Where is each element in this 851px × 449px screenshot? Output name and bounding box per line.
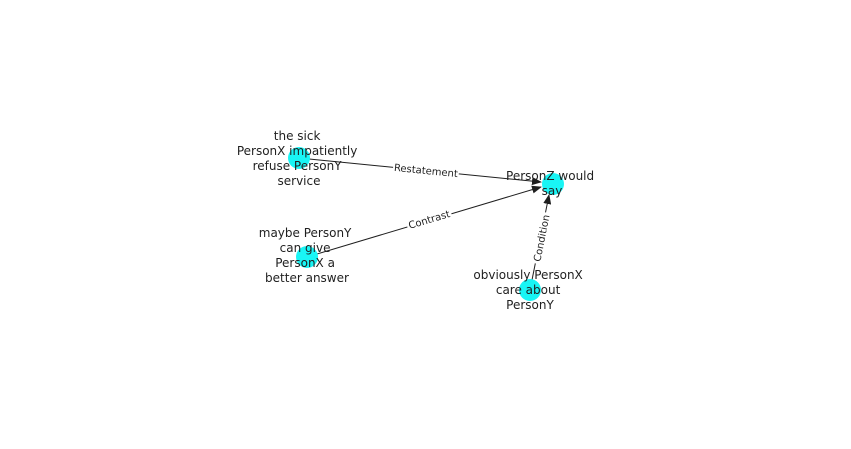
- edge-label-condition: Condition: [529, 211, 553, 265]
- node-maybe-marker: [296, 246, 318, 268]
- node-obviously-label: obviously PersonX care about PersonY: [473, 268, 586, 312]
- node-obviously-marker: [519, 279, 541, 301]
- edge-label-restatement: Restatement: [392, 159, 460, 181]
- edge-label-contrast: Contrast: [404, 205, 454, 233]
- node-sick-marker: [288, 147, 310, 169]
- node-maybe-label: maybe PersonY can give PersonX a better …: [259, 226, 355, 285]
- node-sick-label: the sick PersonX impatiently refuse Pers…: [237, 129, 361, 188]
- node-personz-marker: [542, 173, 564, 195]
- node-personz-label: PersonZ would say: [506, 169, 598, 198]
